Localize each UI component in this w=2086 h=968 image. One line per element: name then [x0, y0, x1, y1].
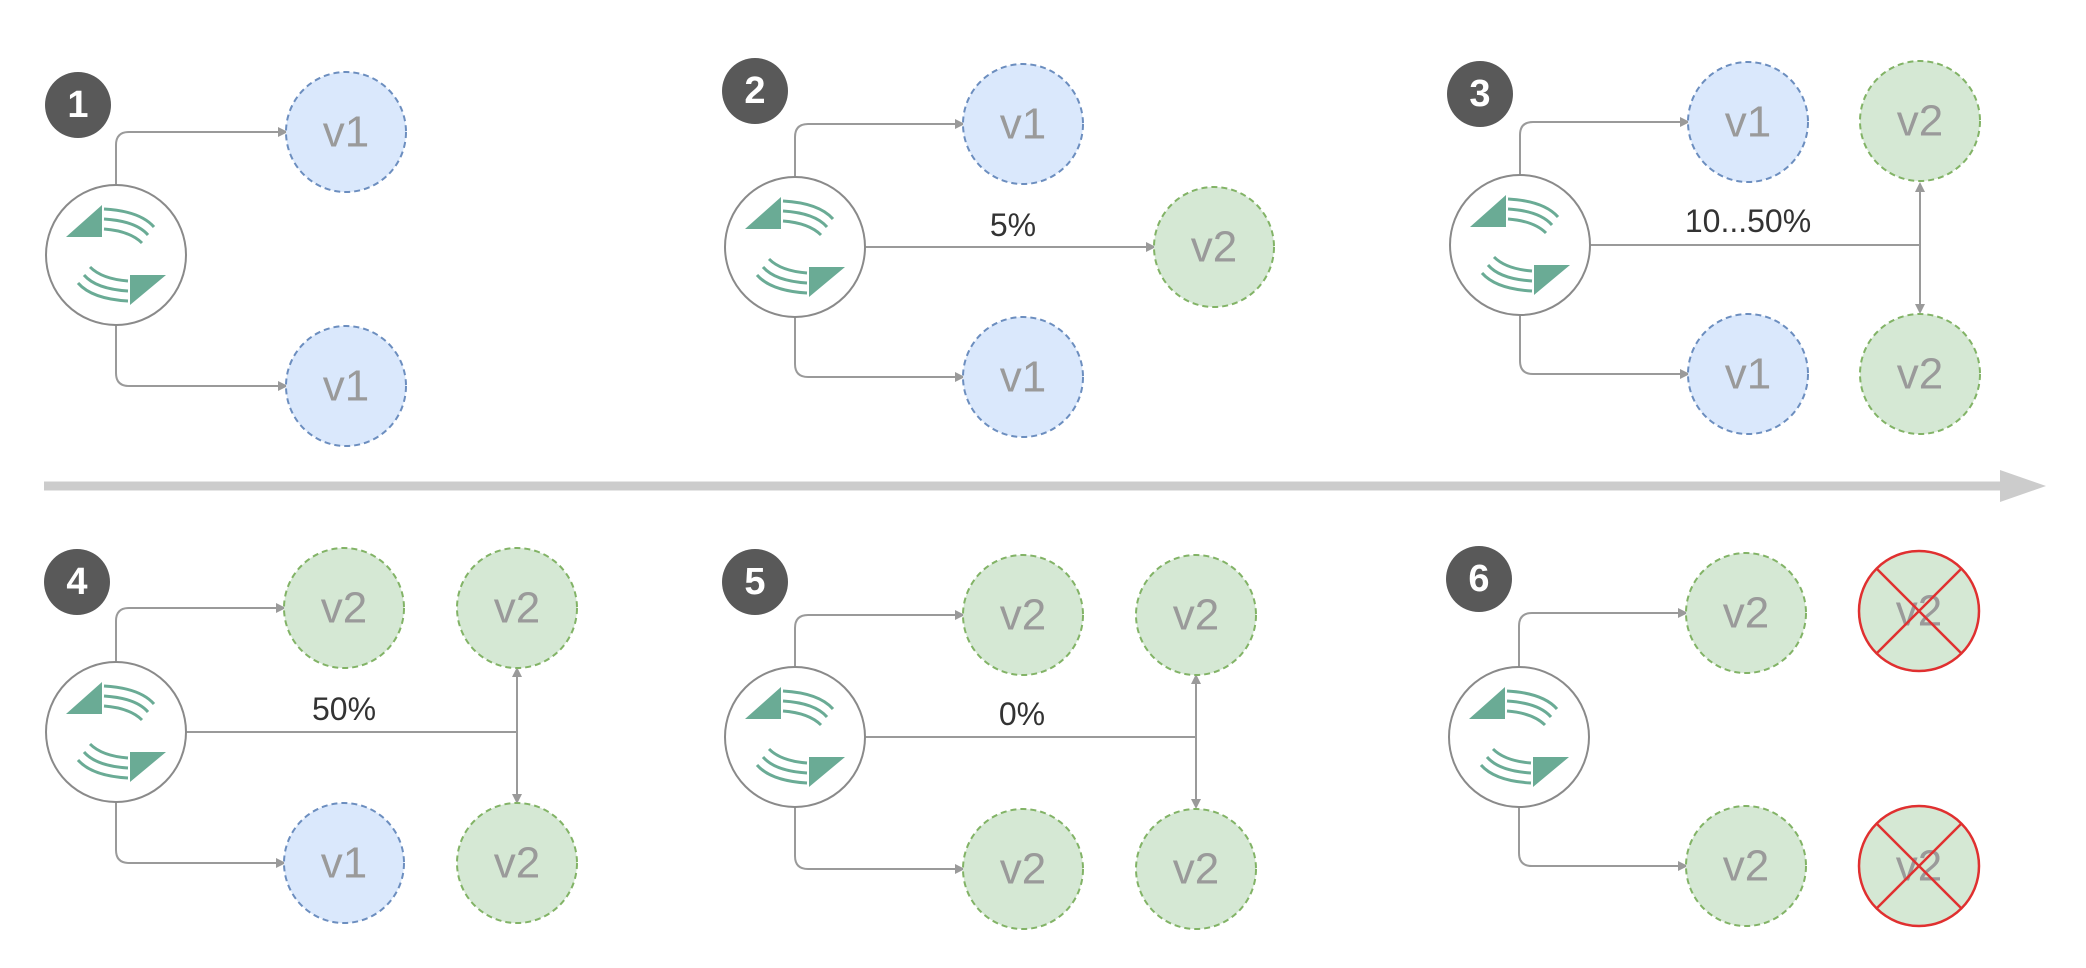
traffic-percentage-label: 5%: [990, 207, 1036, 243]
stage-4: 50% 4 v2 v1 v2 v2: [44, 547, 578, 924]
router-icon: [724, 176, 866, 318]
svg-text:v1: v1: [1725, 98, 1771, 147]
route-edge-bottom: [794, 807, 965, 874]
traffic-percentage-label: 10...50%: [1685, 203, 1811, 239]
svg-text:v1: v1: [321, 839, 367, 888]
route-edge-top: [1519, 117, 1690, 175]
svg-text:v2: v2: [1173, 845, 1219, 894]
service-node-v2: v2: [1859, 60, 1981, 182]
step-badge: [722, 549, 788, 615]
timeline-arrow: [44, 470, 2046, 502]
svg-text:v1: v1: [1725, 350, 1771, 399]
service-node-v1: v1: [962, 63, 1084, 185]
stage-1: 1 v1 v1: [45, 71, 407, 447]
svg-text:v2: v2: [1000, 845, 1046, 894]
service-node-v2: v2: [1685, 805, 1807, 927]
svg-text:v2: v2: [1191, 223, 1237, 272]
service-node-v2: v2: [1135, 554, 1257, 676]
stage-3: 10...50% 3 v1 v1 v2 v2: [1447, 60, 1981, 435]
traffic-percentage-label: 50%: [312, 691, 376, 727]
svg-text:v1: v1: [1000, 353, 1046, 402]
route-edge-bottom: [115, 802, 286, 868]
step-number: 5: [744, 561, 765, 603]
service-node-v2: v2: [1153, 186, 1275, 308]
service-node-v2-removed: v2: [1857, 804, 1981, 928]
svg-text:v1: v1: [323, 362, 369, 411]
route-edge-top: [794, 119, 965, 178]
service-node-v2: v2: [962, 554, 1084, 676]
route-edge-top: [1518, 608, 1688, 667]
service-node-v2: v2: [283, 547, 405, 669]
svg-text:v2: v2: [321, 584, 367, 633]
svg-text:v2: v2: [1173, 591, 1219, 640]
service-node-v1: v1: [285, 325, 407, 447]
service-node-v2: v2: [1685, 552, 1807, 674]
svg-text:v2: v2: [1897, 350, 1943, 399]
step-badge: [722, 58, 788, 124]
service-node-v2: v2: [1859, 313, 1981, 435]
service-node-v2-removed: v2: [1857, 549, 1981, 673]
service-node-v1: v1: [285, 71, 407, 193]
service-node-v2: v2: [1135, 808, 1257, 930]
router-icon: [1449, 174, 1591, 316]
svg-text:v2: v2: [494, 839, 540, 888]
service-node-v1: v1: [962, 316, 1084, 438]
route-edge-bottom: [1518, 807, 1688, 871]
step-badge: [45, 72, 111, 138]
route-edge-top: [794, 610, 965, 667]
svg-text:v1: v1: [323, 108, 369, 157]
route-edge-bottom: [794, 317, 965, 382]
step-badge: [1447, 61, 1513, 127]
svg-text:v2: v2: [1897, 97, 1943, 146]
step-number: 6: [1468, 558, 1489, 600]
stage-6: 6 v2 v2 v2 v2: [1446, 546, 1981, 928]
route-edge-bottom: [1519, 315, 1690, 379]
router-icon: [1448, 666, 1590, 808]
step-badge: [44, 549, 110, 615]
removed-cross-icon: [1857, 549, 1981, 673]
service-node-v1: v1: [283, 802, 405, 924]
svg-text:v1: v1: [1000, 100, 1046, 149]
route-edge-top: [115, 127, 288, 185]
router-icon: [724, 666, 866, 808]
svg-text:v2: v2: [1723, 589, 1769, 638]
svg-text:v2: v2: [1723, 842, 1769, 891]
step-number: 4: [66, 561, 87, 603]
svg-text:v2: v2: [1000, 591, 1046, 640]
svg-text:v2: v2: [494, 584, 540, 633]
step-number: 1: [67, 84, 88, 126]
service-node-v1: v1: [1687, 313, 1809, 435]
service-node-v2: v2: [456, 802, 578, 924]
route-edge-top: [115, 603, 286, 662]
service-node-v1: v1: [1687, 61, 1809, 183]
service-node-v2: v2: [456, 547, 578, 669]
step-number: 2: [744, 70, 765, 112]
router-icon: [45, 184, 187, 326]
router-icon: [45, 661, 187, 803]
service-node-v2: v2: [962, 808, 1084, 930]
traffic-percentage-label: 0%: [999, 696, 1045, 732]
route-edge-bottom: [115, 323, 288, 391]
step-number: 3: [1469, 73, 1490, 115]
stage-5: 0% 5 v2 v2 v2 v2: [722, 549, 1257, 930]
step-badge: [1446, 546, 1512, 612]
stage-2: 5% 2 v1 v1 v2: [722, 58, 1275, 438]
removed-cross-icon: [1857, 804, 1981, 928]
